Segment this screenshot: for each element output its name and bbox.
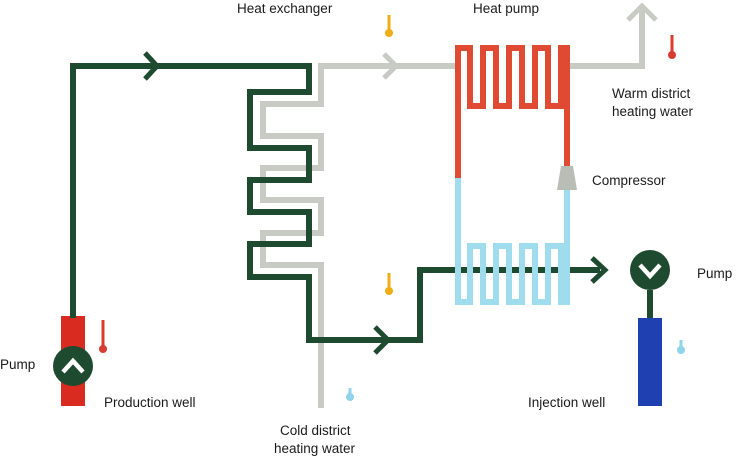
heat-pump-condenser-coil	[455, 45, 570, 178]
thermometer-medium-bottom-icon	[385, 273, 393, 295]
thermometer-injection-icon	[677, 340, 685, 354]
district-flow-arrow-icon	[382, 52, 400, 80]
compressor-icon	[557, 166, 577, 190]
thermometer-medium-top-icon	[385, 15, 393, 37]
geothermal-loop-pipe	[70, 63, 600, 343]
injection-well	[638, 318, 662, 406]
label-cold-district-2: heating water	[274, 441, 356, 456]
heat-pump-evaporator-coil	[455, 178, 570, 305]
label-pump-left: Pump	[0, 357, 35, 372]
label-production-well: Production well	[104, 395, 196, 410]
thermometer-warm-icon	[668, 35, 676, 59]
warm-outlet-arrow-icon	[626, 2, 658, 22]
label-warm-district-2: heating water	[612, 104, 694, 119]
thermometer-production-icon	[99, 320, 107, 353]
pump-right-icon	[630, 250, 670, 290]
label-heat-exchanger: Heat exchanger	[237, 1, 333, 16]
loop-flow-arrow-top-icon	[143, 51, 161, 81]
warm-district-outlet-pipe	[567, 8, 645, 69]
heat-exchanger-district-water-pipe	[260, 63, 455, 345]
label-compressor: Compressor	[592, 173, 666, 188]
label-cold-district-1: Cold district	[280, 423, 351, 438]
pump-left-icon	[53, 346, 93, 386]
label-warm-district-1: Warm district	[612, 86, 690, 101]
thermometer-cold-district-icon	[346, 388, 354, 401]
loop-flow-arrow-right-icon	[590, 256, 609, 284]
label-heat-pump: Heat pump	[473, 1, 539, 16]
label-pump-right: Pump	[697, 266, 732, 281]
loop-flow-arrow-bottom-icon	[373, 325, 392, 355]
label-injection-well: Injection well	[528, 395, 605, 410]
